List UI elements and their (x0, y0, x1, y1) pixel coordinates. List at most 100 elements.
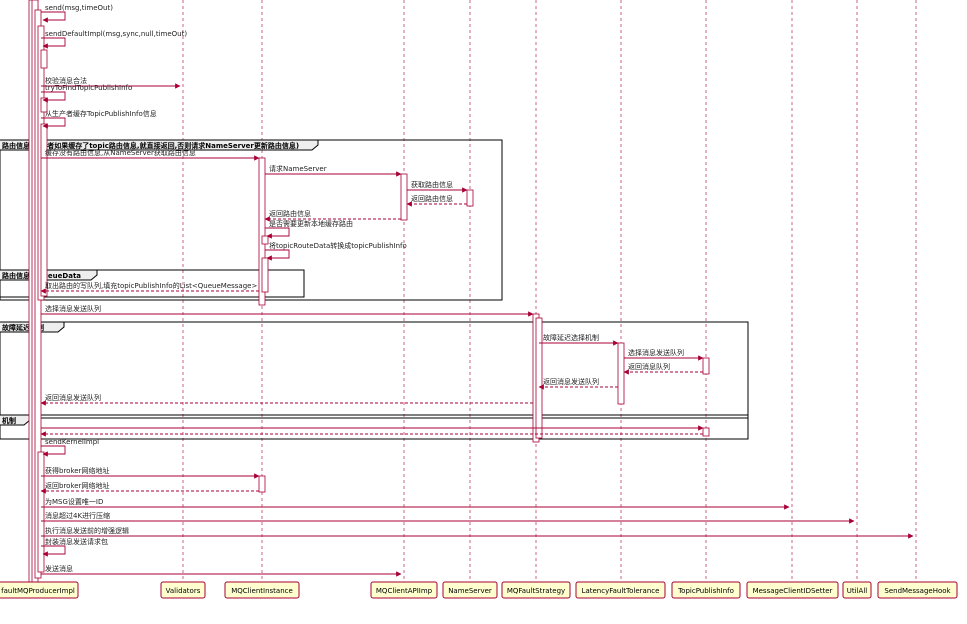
activation-bar-topicinfo (702, 357, 710, 375)
participant-strategy: MQFaultStrategy (501, 581, 571, 599)
participant-idsetter: MessageClientIDSetter (746, 581, 839, 599)
message-label: 返回消息发送队列 (45, 393, 101, 402)
activation-bar-mqclient (258, 475, 266, 493)
message-14: 选择消息发送队列 (41, 304, 534, 317)
message-label: 返回消息发送队列 (543, 377, 599, 386)
message-label: tryToFindTopicPublishInfo (45, 84, 132, 92)
message-label: 取出路由的写队列,填充topicPublishInfo的List<QueueMe… (45, 281, 257, 290)
participant-nameserver: NameServer (442, 581, 498, 599)
self-message-arrow (41, 545, 66, 557)
frame-tab (0, 269, 98, 281)
activation-bar-mqclient (261, 235, 269, 245)
participant-validators: Validators (160, 581, 206, 599)
activation-bar-producer (40, 49, 48, 69)
frame-label: 机制 (2, 416, 16, 425)
activation-bar-mqapi (400, 173, 408, 221)
message-label: 为MSG设置唯一ID (45, 497, 103, 506)
message-28: 封装消息发送请求包 (41, 537, 108, 557)
participant-producer: faultMQProducerImpl (0, 581, 79, 599)
message-6: 缓存没有路由信息,从NameServer获取路由信息 (41, 148, 260, 161)
participant-box (0, 581, 79, 599)
participant-box (877, 581, 958, 599)
frame-4: 机制 (0, 414, 749, 440)
message-12: 将topicRouteData转换成topicPublishInfo (265, 241, 407, 261)
message-label: 获得broker网络地址 (45, 466, 109, 475)
message-label: 返回broker网络地址 (45, 481, 109, 490)
participant-mqapi: MQClientAPIImp (370, 581, 438, 599)
message-4: tryToFindTopicPublishInfo (41, 84, 132, 103)
participant-box (501, 581, 571, 599)
activation-bar-topicinfo (702, 427, 710, 437)
message-label: 选择消息发送队列 (45, 304, 101, 313)
participant-utilall: UtilAll (842, 581, 872, 599)
participant-label: Validators (166, 587, 201, 595)
message-label: 返回路由信息 (411, 194, 453, 203)
frame-border (0, 321, 749, 419)
frame-1: 路由信息(生产者如果缓存了topic路由信息,就直接返回,否则请求NameSer… (0, 139, 503, 301)
self-message-arrow (41, 11, 66, 23)
participant-label: MQClientInstance (231, 587, 293, 595)
participant-latency: LatencyFaultTolerance (575, 581, 666, 599)
activation-bar-nameserver (466, 189, 474, 207)
message-18: 返回消息发送队列 (538, 377, 618, 390)
message-3: 校验消息合法 (41, 76, 181, 89)
message-25: 为MSG设置唯一ID (41, 497, 790, 510)
message-label: 故障延迟选择机制 (543, 333, 599, 342)
message-label: 返回路由信息 (269, 209, 311, 218)
message-label: 缓存没有路由信息,从NameServer获取路由信息 (45, 148, 196, 157)
participant-label: UtilAll (847, 587, 867, 595)
participant-box (370, 581, 438, 599)
self-message-arrow (41, 37, 66, 49)
message-22: sendKernelImpl (41, 438, 99, 457)
activation-bar-mqclient (258, 157, 266, 306)
participant-label: SendMessageHook (884, 587, 951, 595)
activation-bar-strategy (535, 317, 543, 439)
message-29: 发送消息 (41, 564, 402, 577)
message-label: 返回消息队列 (628, 362, 670, 371)
participant-box (575, 581, 666, 599)
self-message-arrow (265, 227, 290, 239)
participant-label: LatencyFaultTolerance (582, 587, 660, 595)
message-26: 消息超过4K进行压缩 (41, 511, 855, 524)
message-7: 请求NameServer (265, 164, 402, 177)
participant-label: TopicPublishInfo (677, 587, 734, 595)
participant-box (842, 581, 872, 599)
message-11: 是否需要更新本地缓存路由 (265, 219, 353, 239)
participant-label: faultMQProducerImpl (1, 587, 75, 595)
message-label: 封装消息发送请求包 (45, 537, 108, 546)
message-16: 选择消息发送队列 (624, 348, 704, 361)
participant-label: MQClientAPIImp (376, 587, 433, 595)
participant-box (746, 581, 839, 599)
participant-label: NameServer (448, 587, 492, 595)
message-label: send(msg,timeOut) (45, 4, 113, 12)
participant-mqclient: MQClientInstance (224, 581, 300, 599)
message-label: sendDefaultImpl(msg,sync,null,timeOut) (45, 30, 187, 38)
message-label: 请求NameServer (269, 164, 327, 173)
message-label: 执行消息发送前的增强逻辑 (45, 526, 129, 535)
message-label: 选择消息发送队列 (628, 348, 684, 357)
activation-bar-mqclient (261, 257, 269, 293)
participant-label: MessageClientIDSetter (753, 587, 833, 595)
participant-label: MQFaultStrategy (507, 587, 565, 595)
frame-label: 故障延迟机制 (2, 323, 44, 332)
message-label: 从生产者缓存TopicPublishInfo信息 (45, 109, 157, 118)
message-23: 获得broker网络地址 (41, 466, 260, 479)
message-1: send(msg,timeOut) (41, 4, 113, 23)
message-17: 返回消息队列 (623, 362, 703, 375)
participant-box (224, 581, 300, 599)
message-label: 将topicRouteData转换成topicPublishInfo (269, 241, 407, 250)
message-label: 获取路由信息 (411, 180, 453, 189)
message-13: 取出路由的写队列,填充topicPublishInfo的List<QueueMe… (40, 281, 259, 294)
participant-box (160, 581, 206, 599)
participant-hook: SendMessageHook (877, 581, 958, 599)
self-message-arrow (41, 445, 66, 457)
participant-box (442, 581, 498, 599)
message-10: 返回路由信息 (264, 209, 401, 222)
message-9: 返回路由信息 (406, 194, 467, 207)
activation-bar-producer (37, 451, 45, 573)
frame-border (0, 414, 749, 440)
message-15: 故障延迟选择机制 (539, 333, 619, 346)
message-5: 从生产者缓存TopicPublishInfo信息 (41, 109, 157, 129)
message-label: 是否需要更新本地缓存路由 (269, 219, 353, 228)
